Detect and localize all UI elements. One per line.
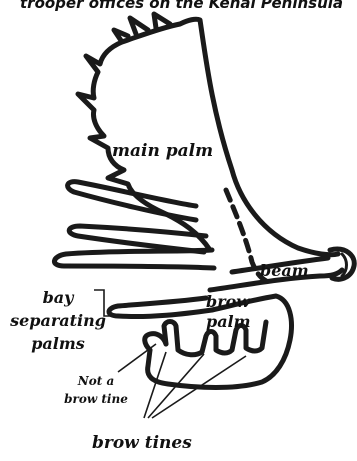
label-brow-palm-line2: palm bbox=[206, 312, 251, 331]
label-beam: beam bbox=[260, 261, 309, 280]
label-bay-line1: bay bbox=[43, 288, 76, 307]
bay-finger bbox=[109, 298, 212, 317]
main-palm-outline bbox=[78, 14, 338, 255]
left-tine-lower bbox=[54, 250, 214, 268]
not-a-brow-tine-lobe bbox=[145, 334, 166, 350]
antler-outline bbox=[54, 14, 354, 388]
label-not-a-line2: brow tine bbox=[64, 392, 128, 406]
label-bay-line2: separating bbox=[9, 311, 106, 330]
label-bay-line3: palms bbox=[31, 334, 85, 353]
left-tine-middle bbox=[69, 226, 206, 252]
label-main-palm: main palm bbox=[112, 141, 213, 161]
label-brow-palm-line1: brow bbox=[206, 292, 251, 311]
label-brow-tines: brow tines bbox=[92, 433, 192, 453]
label-not-a-line1: Not a bbox=[77, 374, 114, 388]
caption-fragment: trooper offices on the Kenai Peninsula bbox=[20, 0, 343, 12]
